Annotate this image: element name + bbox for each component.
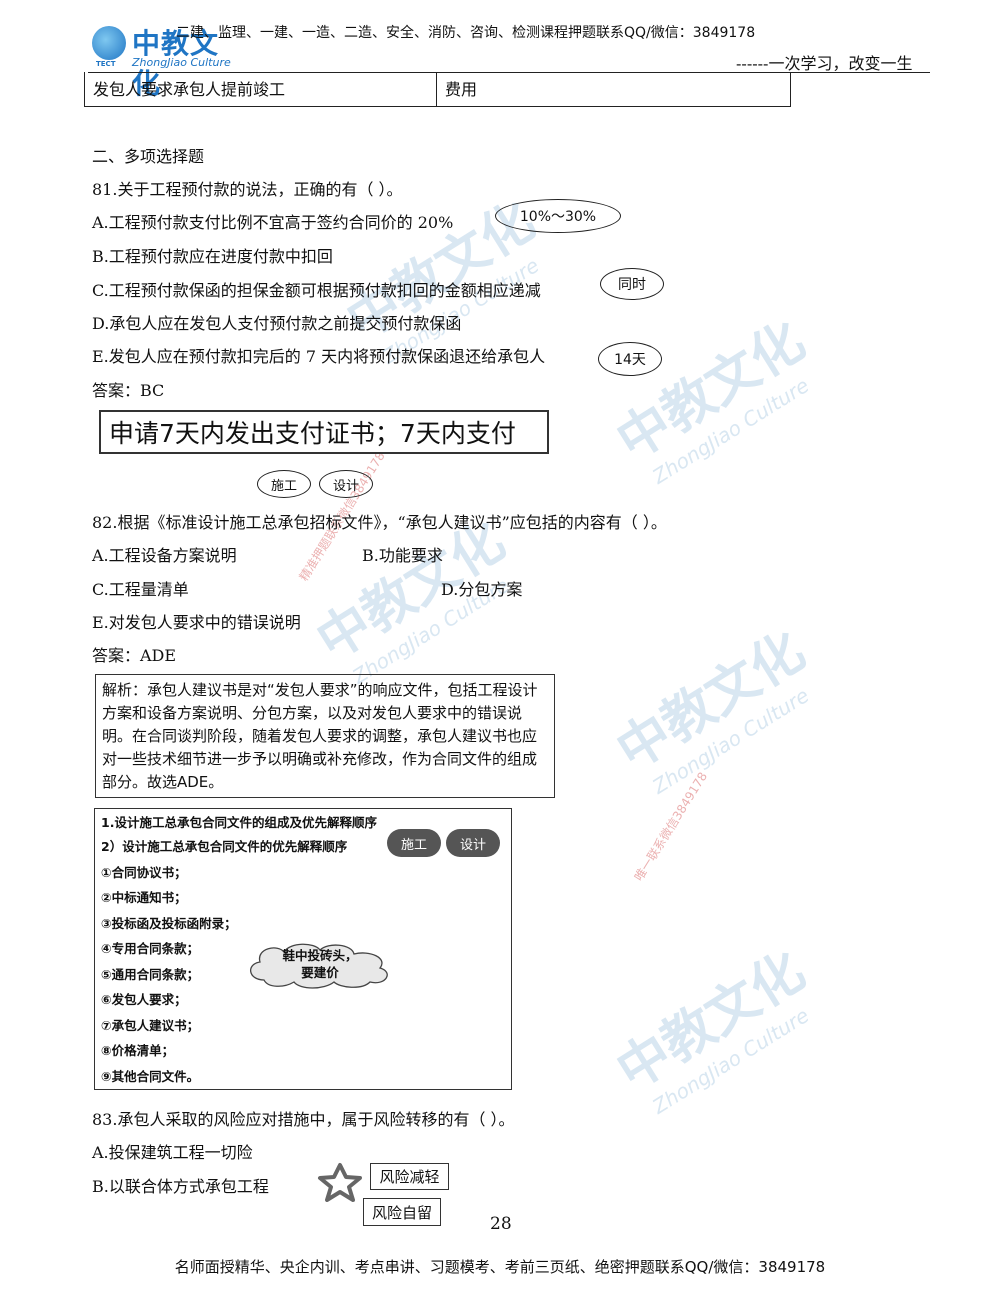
list-item: ②中标通知书；	[101, 890, 187, 905]
header-slogan: ------一次学习，改变一生	[736, 54, 913, 73]
option-d: D.分包方案	[441, 580, 523, 599]
option-a: A.投保建筑工程一切险	[92, 1143, 253, 1162]
header-banner: 二建、监理、一建、一造、二造、安全、消防、咨询、检测课程押题联系QQ/微信：38…	[176, 25, 756, 41]
footer-text: 名师面授精华、央企内训、考点串讲、习题模考、考前三页纸、绝密押题联系QQ/微信：…	[174, 1258, 826, 1276]
tag-oval: 施工	[257, 470, 311, 498]
list-item: ⑤通用合同条款；	[101, 966, 200, 982]
logo-globe-icon	[92, 26, 126, 60]
annotation-oval: 10%～30%	[495, 199, 621, 233]
header-rule	[88, 72, 930, 73]
table-cell: 发包人要求承包人提前竣工	[85, 72, 437, 106]
mnemonic-cloud: 鞋中投砖头， 要建价	[282, 948, 358, 980]
page-number: 28	[490, 1214, 512, 1234]
tag-pill: 设计	[446, 829, 500, 857]
option-a: A.工程设备方案说明	[92, 546, 237, 565]
annotation-box: 风险减轻	[370, 1163, 449, 1190]
option-c: C.工程量清单	[92, 580, 189, 599]
option-b: B.工程预付款应在进度付款中扣回	[92, 247, 333, 266]
option-e: E.发包人应在预付款扣完后的 7 天内将预付款保函退还给承包人	[92, 347, 546, 366]
option-c: C.工程预付款保函的担保金额可根据预付款扣回的金额相应递减	[92, 281, 541, 300]
annotation-oval: 同时	[600, 268, 664, 300]
list-item: ①合同协议书；	[101, 864, 187, 880]
star-sticker-icon	[318, 1163, 362, 1202]
question-83-stem: 83.承包人采取的风险应对措施中，属于风险转移的有（ ）。	[92, 1110, 515, 1129]
list-item: ③投标函及投标函附录；	[101, 915, 237, 931]
annotation-box: 风险自留	[363, 1198, 441, 1226]
answer-81: 答案：BC	[92, 381, 165, 400]
contract-order-box: 1.设计施工总承包合同文件的组成及优先解释顺序 2）设计施工总承包合同文件的优先…	[94, 808, 512, 1090]
logo-tect: TECT	[96, 60, 116, 68]
order-box-subtitle: 2）设计施工总承包合同文件的优先解释顺序	[101, 839, 348, 854]
question-81-stem: 81.关于工程预付款的说法，正确的有（ ）。	[92, 180, 403, 199]
section-title: 二、多项选择题	[92, 147, 205, 166]
list-item: ⑨其他合同文件。	[101, 1068, 200, 1084]
answer-82: 答案：ADE	[92, 646, 177, 665]
logo-subtitle: ZhongJiao Culture	[132, 56, 231, 69]
option-b: B.以联合体方式承包工程	[92, 1177, 269, 1196]
brand-logo: 中教文化 ZhongJiao Culture TECT	[88, 20, 238, 100]
annotation-oval: 14天	[598, 342, 662, 376]
annotation-box: 申请7天内发出支付证书；7天内支付	[99, 410, 549, 454]
list-item: ④专用合同条款；	[101, 941, 200, 956]
list-item: ⑦承包人建议书；	[101, 1017, 200, 1033]
table-cell: 费用	[445, 80, 478, 99]
tag-pill: 施工	[387, 829, 441, 857]
option-e: E.对发包人要求中的错误说明	[92, 613, 301, 632]
option-b: B.功能要求	[362, 546, 443, 565]
watermark-red-text: 唯一联系微信3849178	[631, 769, 711, 884]
table-row: 发包人要求承包人提前竣工 费用	[84, 72, 791, 107]
list-item: ⑥发包人要求；	[101, 992, 187, 1007]
question-82-stem: 82.根据《标准设计施工总承包招标文件》，“承包人建议书”应包括的内容有（ ）。	[92, 513, 667, 532]
option-d: D.承包人应在发包人支付预付款之前提交预付款保函	[92, 314, 462, 333]
order-box-title: 1.设计施工总承包合同文件的组成及优先解释顺序	[101, 815, 377, 830]
option-a: A.工程预付款支付比例不宜高于签约合同价的 20%	[92, 213, 454, 232]
analysis-box: 解析：承包人建议书是对“发包人要求”的响应文件，包括工程设计方案和设备方案说明、…	[95, 674, 555, 798]
tag-oval: 设计	[319, 470, 373, 498]
list-item: ⑧价格清单；	[101, 1043, 175, 1058]
cloud-shape	[250, 943, 388, 989]
